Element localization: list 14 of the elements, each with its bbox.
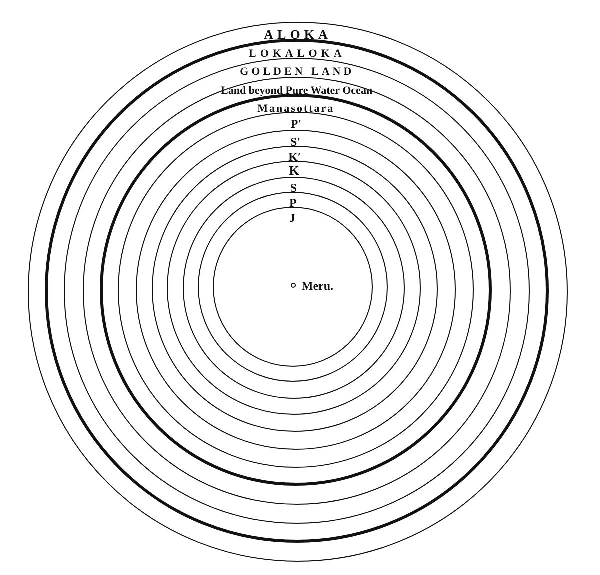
- ring-label: S′: [290, 136, 301, 148]
- ring-label: GOLDEN LAND: [240, 67, 355, 78]
- ring-label: P: [289, 197, 297, 210]
- ring-label: P′: [290, 118, 302, 130]
- ring-label: J: [290, 212, 296, 224]
- center-label: Meru.: [302, 278, 334, 294]
- ring-label: Land beyond Pure Water Ocean: [220, 86, 373, 97]
- ring-label: LOKALOKA: [248, 49, 346, 60]
- ring-label: S: [290, 182, 298, 194]
- ring-label: Manasottara: [258, 104, 335, 116]
- ring-label: K: [289, 164, 300, 178]
- ring-label: K′: [288, 150, 302, 163]
- ring-label: ALOKA: [264, 28, 332, 41]
- ring-band: [212, 206, 373, 367]
